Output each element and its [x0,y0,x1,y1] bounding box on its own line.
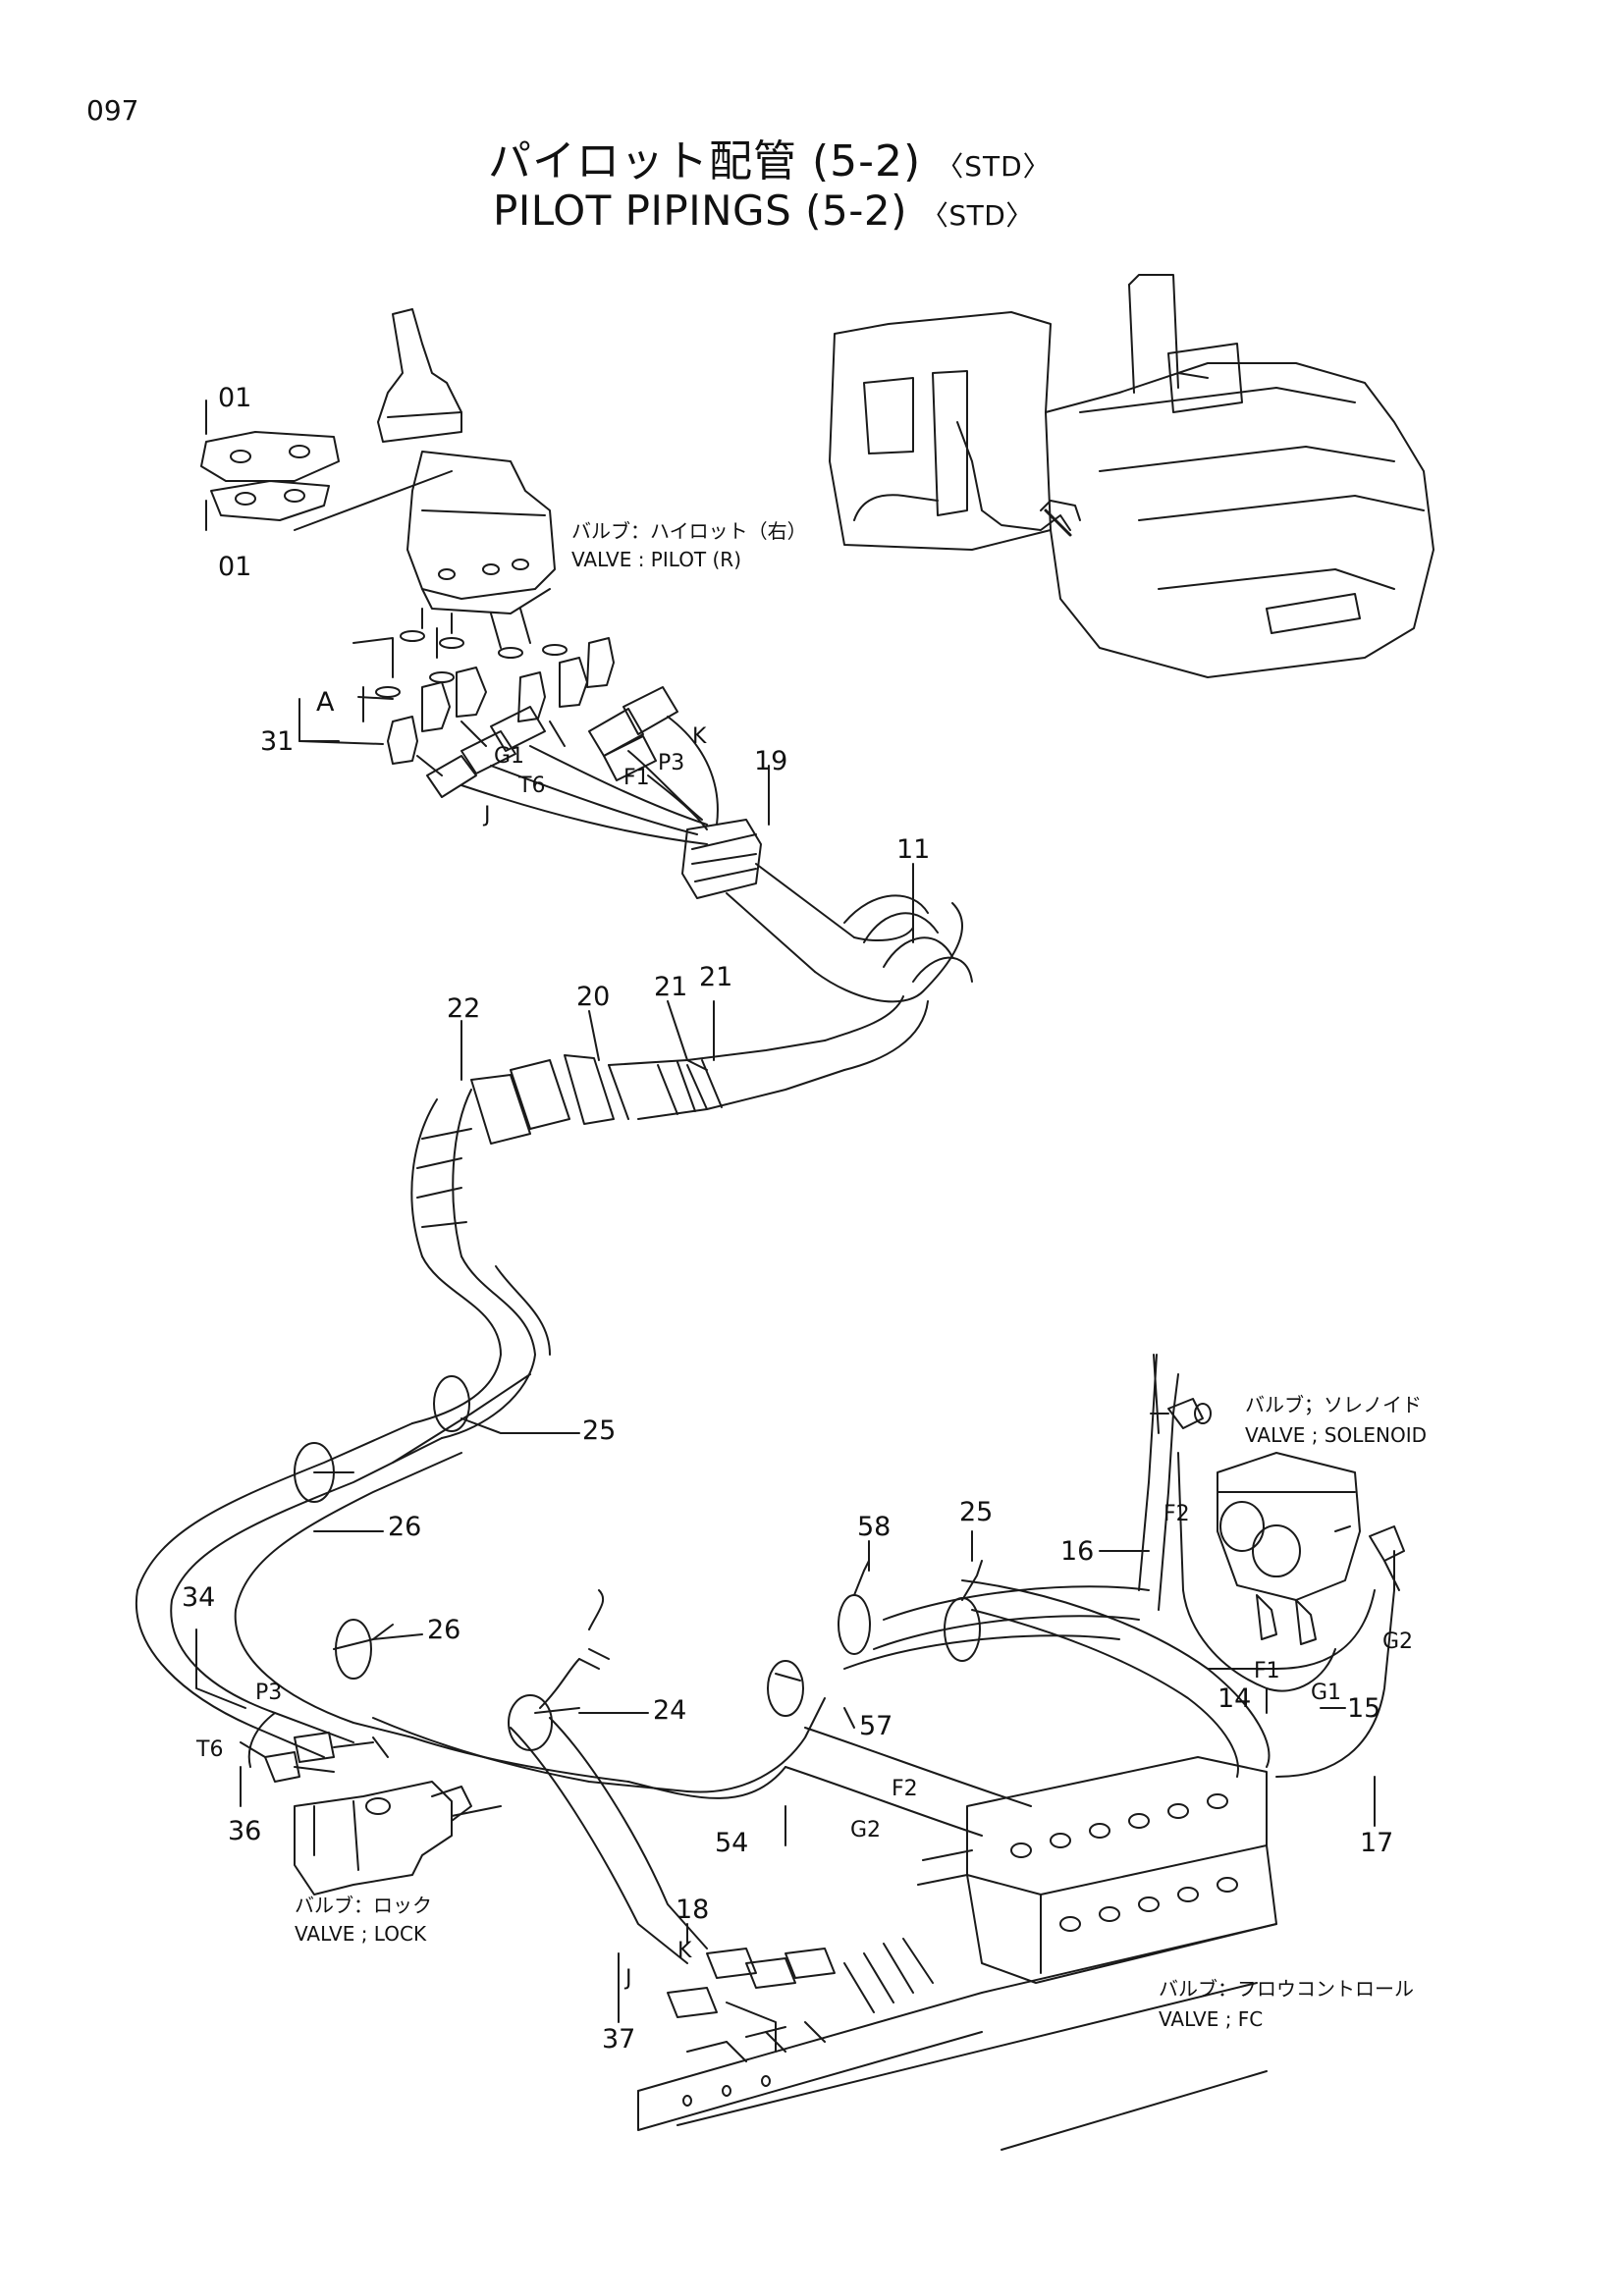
callout-16: 16 [1060,1536,1095,1567]
callout-15: 15 [1347,1693,1381,1724]
port-label-j-top: J [484,803,491,828]
port-label-t6-left: T6 [196,1737,224,1762]
excavator-locator-sketch [829,274,1434,678]
port-label-j-bottom: J [625,1966,632,1991]
port-label-k-top: K [692,724,707,749]
pilot-valve-label-jp: バルブ：ハイロット（右） [571,519,807,543]
callout-17: 17 [1360,1828,1394,1858]
fc-valve [917,1756,1277,1984]
lock-valve [240,1732,502,1896]
bracket-a-31 [298,696,394,745]
callout-21-a: 21 [654,972,688,1002]
port-label-g1-solenoid: G1 [1311,1681,1342,1705]
port-label-k-bottom: K [677,1939,692,1963]
callout-14: 14 [1217,1683,1252,1714]
pilot-valve-label-en: VALVE : PILOT (R) [571,548,742,571]
port-label-p3-top: P3 [658,751,685,775]
hose-bundle-upper [460,716,719,845]
port-label-f1-solenoid: F1 [1254,1659,1280,1683]
callout-34: 34 [182,1582,216,1613]
lock-valve-label-jp: バルブ：ロック [295,1894,432,1917]
title-english-tag: 〈STD〉 [920,199,1034,232]
callout-21-b: 21 [699,962,733,992]
callout-37: 37 [602,2024,636,2055]
port-label-f1-top: F1 [623,766,650,790]
fc-valve-label-jp: バルブ：フロウコントロール [1159,1977,1414,2001]
port-label-f2-fc: F2 [892,1777,918,1801]
lock-valve-label-en: VALVE ; LOCK [295,1922,427,1946]
callout-31: 31 [260,726,295,757]
port-label-t6-top: T6 [518,774,546,798]
frame-rail [637,1923,1277,2151]
gasket-01 [200,400,453,531]
leader-lines [195,765,1376,2023]
callout-18: 18 [676,1895,710,1925]
title-japanese: パイロット配管 (5-2) 〈STD〉 [488,126,1052,188]
protector-19-and-corrugated-tube-11 [681,819,973,1071]
callout-25-top: 25 [582,1415,617,1446]
hose-end-fittings-top [426,686,678,798]
callout-a: A [316,687,335,718]
callout-54: 54 [715,1828,749,1858]
adapter-fittings [387,637,615,776]
port-label-f2-solenoid: F2 [1163,1502,1190,1526]
callout-36: 36 [228,1816,262,1846]
page-number: 097 [86,94,139,127]
callout-24: 24 [653,1695,687,1726]
callout-26-b: 26 [427,1615,461,1645]
callout-11: 11 [896,834,931,865]
callout-01-top: 01 [218,383,252,413]
clamps-25-26-24 [294,1375,983,1751]
callout-20: 20 [576,982,611,1012]
callout-26-a: 26 [388,1512,422,1542]
callout-22: 22 [447,993,481,1024]
hose-routing-main [135,1255,1395,1964]
fc-valve-label-en: VALVE ; FC [1159,2007,1264,2031]
callout-58: 58 [857,1512,892,1542]
port-label-g1-top: G1 [494,744,525,769]
callout-57: 57 [859,1711,893,1741]
solenoid-valve [1150,1354,1405,1645]
port-label-g2-solenoid: G2 [1382,1629,1414,1654]
pilot-valve-r [352,308,568,722]
title-japanese-tag: 〈STD〉 [936,150,1052,183]
port-label-p3-left: P3 [255,1681,283,1705]
hose-section-20-21-22 [410,1040,845,1257]
title-english-text: PILOT PIPINGS (5-2) [493,187,907,235]
callout-25-b: 25 [959,1497,994,1527]
solenoid-valve-label-jp: バルブ；ソレノイド [1245,1393,1422,1416]
callout-19: 19 [754,746,788,776]
solenoid-valve-label-en: VALVE ; SOLENOID [1245,1423,1428,1447]
callout-01-bottom: 01 [218,552,252,582]
title-japanese-text: パイロット配管 (5-2) [488,136,922,187]
title-english: PILOT PIPINGS (5-2) 〈STD〉 [493,187,1034,235]
port-label-g2-fc: G2 [850,1818,882,1842]
